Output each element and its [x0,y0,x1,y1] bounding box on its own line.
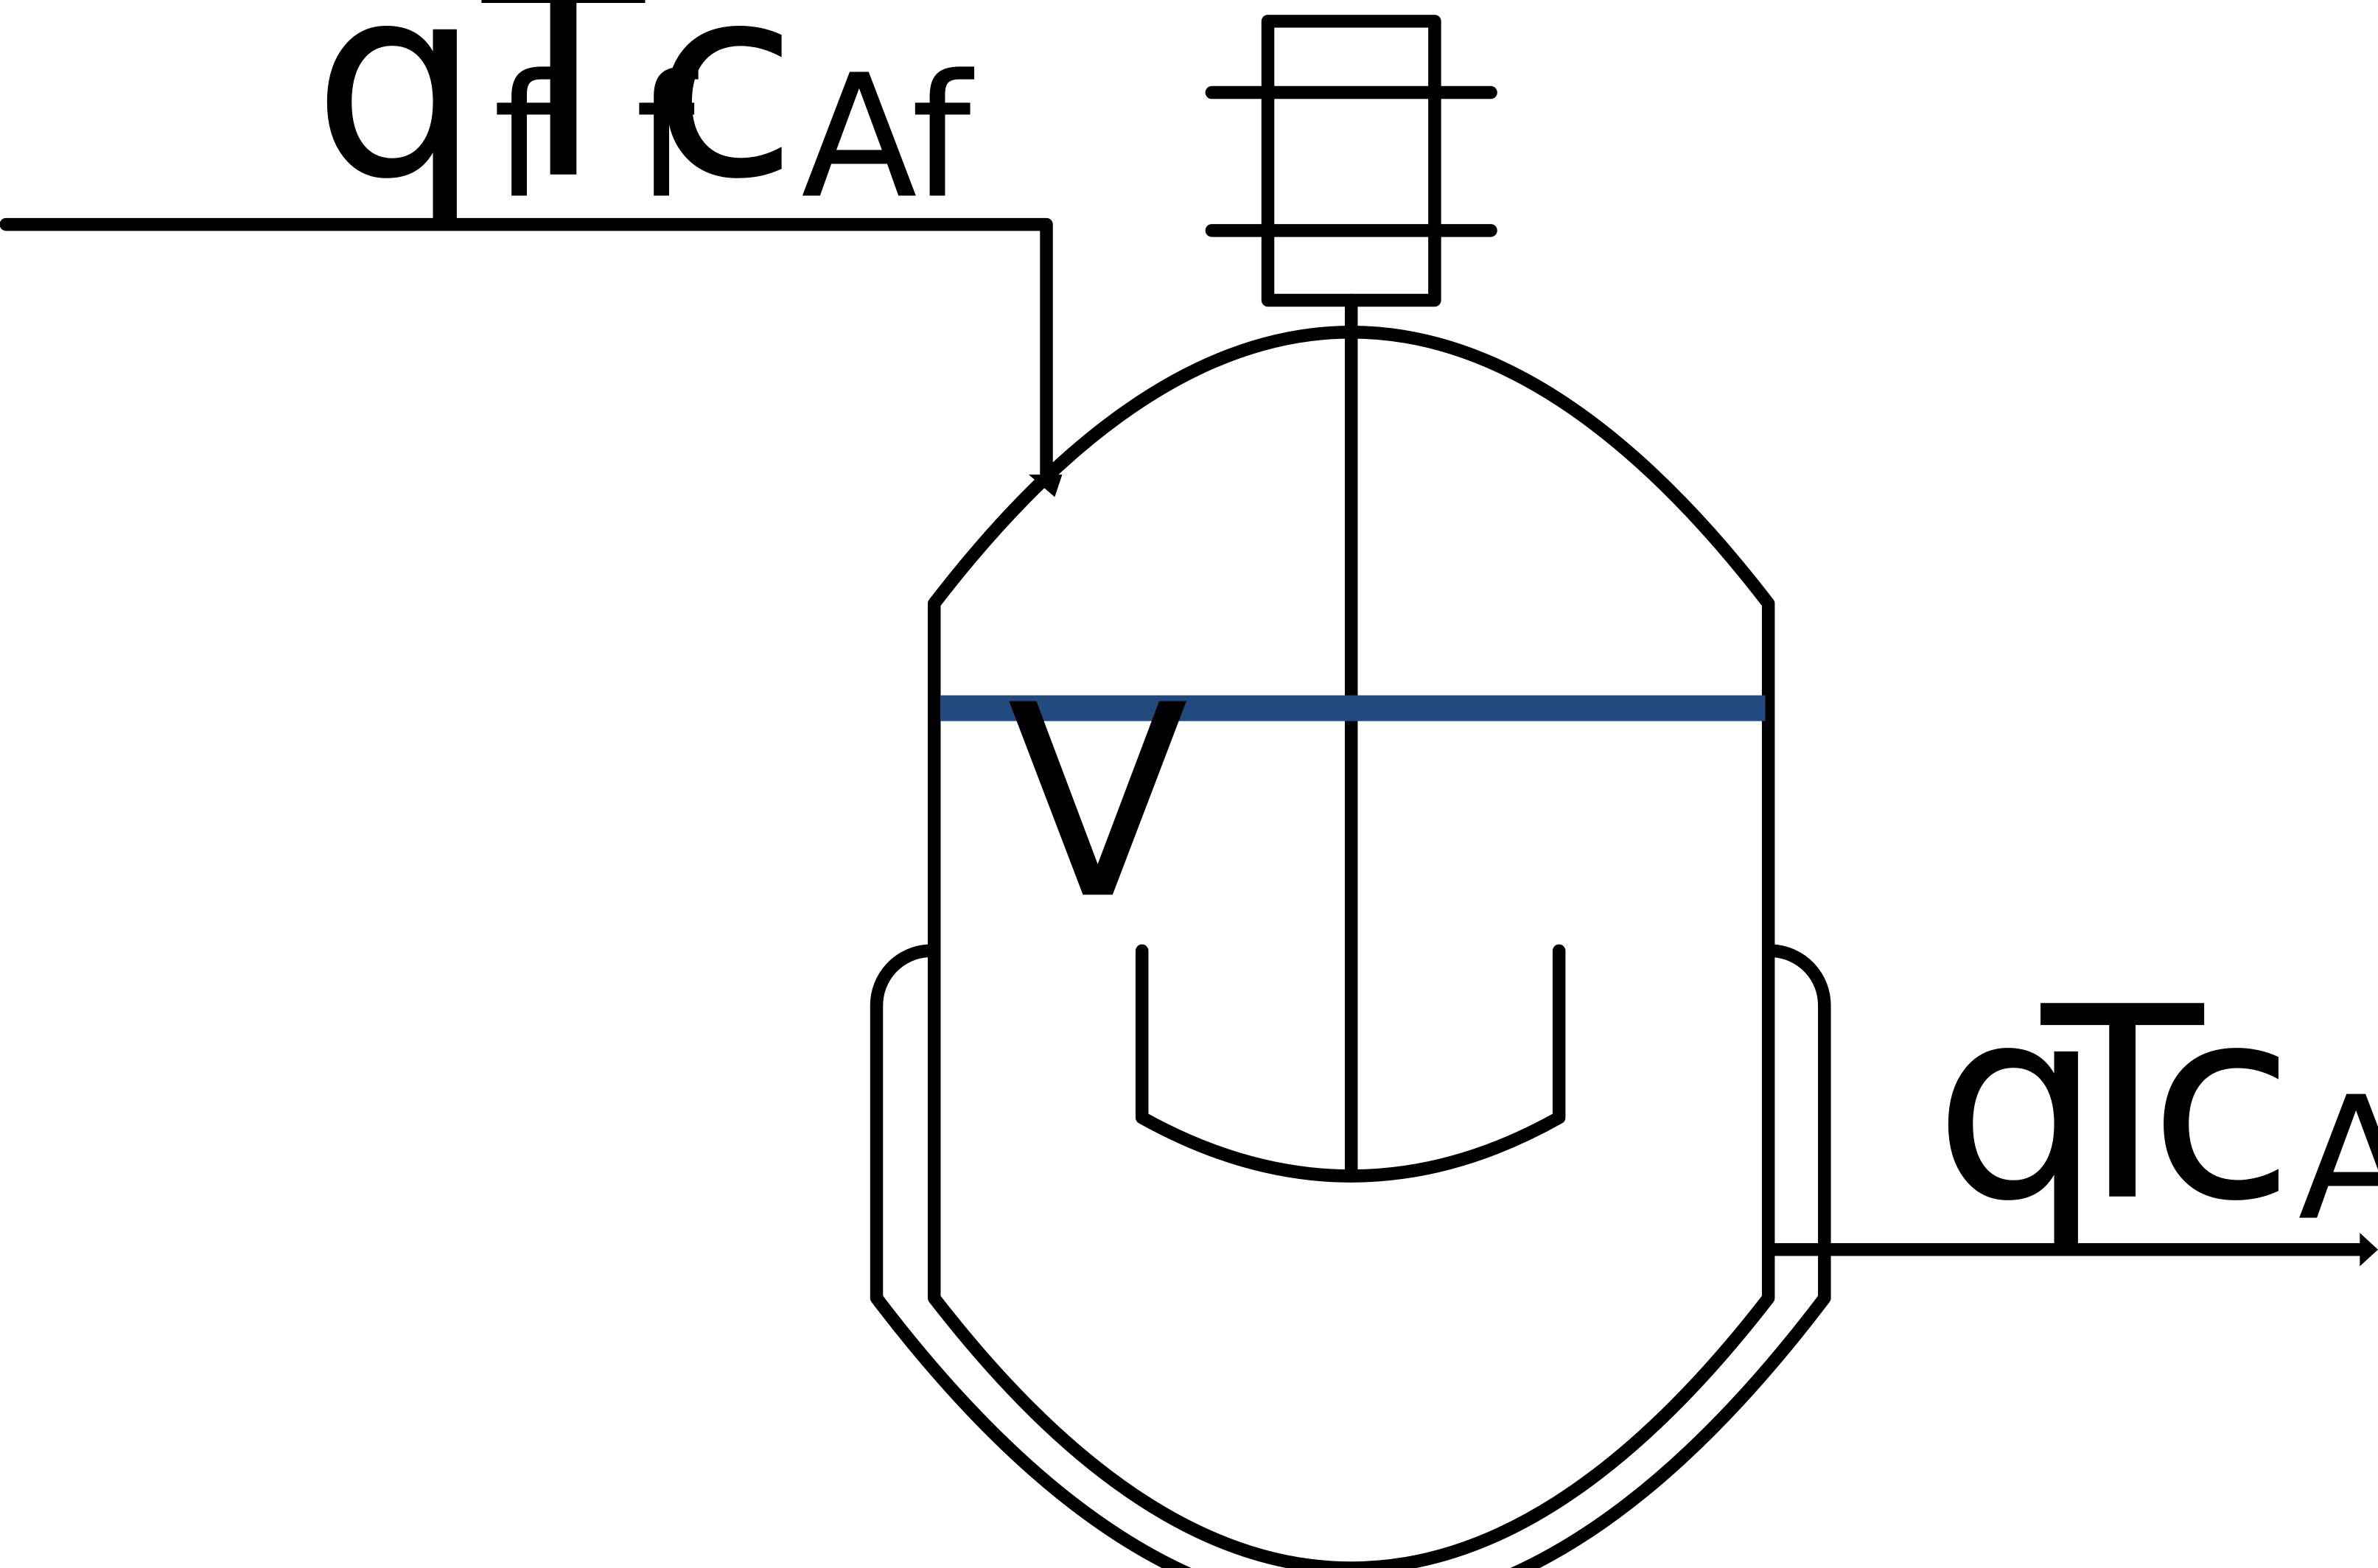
inlet-flow-symbol: q [312,0,481,237]
inlet-arrow-head [1028,475,1063,497]
inlet-conc-symbol: c [652,0,798,237]
outlet-conc-subscript: A [2298,1061,2378,1259]
outlet-temp-label: T [2037,951,2207,1259]
cooling-jacket [870,944,1831,1568]
inlet-temp-label: Tf [478,0,699,237]
motor-housing [1261,15,1441,307]
motor-drive [1205,15,1497,307]
outlet-conc-symbol: c [2149,951,2295,1259]
volume-label: V [1007,648,1190,957]
outlet-conc-label: cA [2149,951,2378,1259]
impeller-paddle [1135,944,1566,1183]
reactor-vessel [928,326,1775,1568]
inlet-temp-symbol: T [478,0,648,237]
inlet-conc-label: cAf [652,0,975,237]
inlet-temp-subscript: f [635,38,699,236]
feed-inlet-line [0,217,1053,489]
inlet-conc-subscript: Af [801,38,974,236]
outlet-arrow-head [2360,1233,2378,1267]
outlet-flow-label: q [1934,951,2102,1259]
inlet-flow-subscript: f [493,38,556,236]
outlet-labels: q T cA [1934,951,2378,1259]
